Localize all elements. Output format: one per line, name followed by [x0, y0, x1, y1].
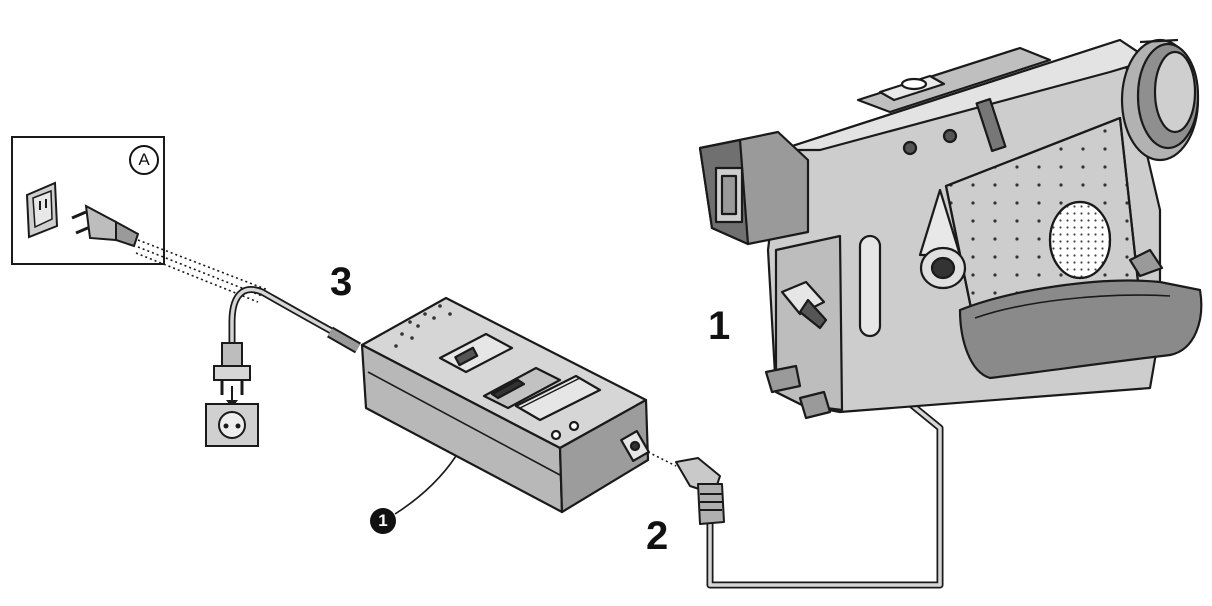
ac-adaptor-icon	[360, 296, 650, 514]
dotted-cable	[135, 239, 269, 303]
step-2-label: 2	[646, 514, 669, 558]
camcorder-icon	[698, 38, 1203, 420]
dc-plug	[675, 457, 725, 525]
part-leader-line	[394, 455, 457, 515]
plug-icon	[71, 204, 140, 248]
inset-tag-a: A	[129, 145, 159, 175]
step-3-label: 3	[330, 260, 353, 304]
power-cord	[228, 286, 361, 354]
wall-outlet-icon	[25, 181, 59, 239]
euro-plug	[213, 342, 251, 408]
dc-dotted-line	[647, 451, 677, 467]
step-1-label: 1	[708, 304, 731, 348]
socket-icon	[205, 403, 259, 447]
part-badge-1: 1	[370, 508, 396, 534]
